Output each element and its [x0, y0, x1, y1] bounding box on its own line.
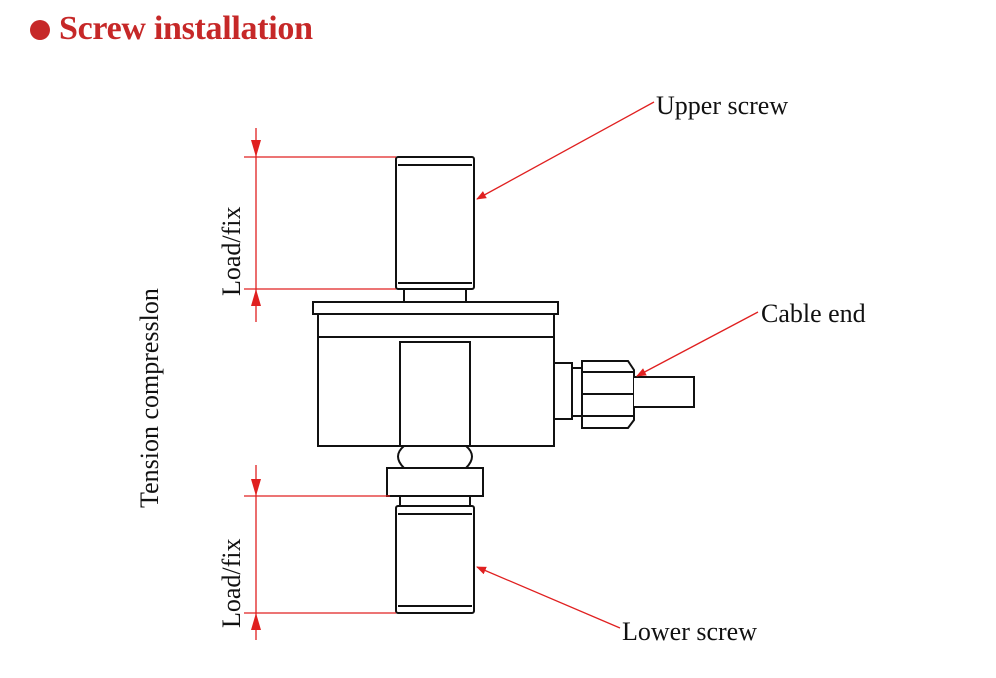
- sensor-body: [312, 301, 559, 447]
- leader-lines: [476, 101, 759, 629]
- upper-screw-label: Upper screw: [656, 91, 788, 120]
- load-fix-top-label: Load/fix: [217, 206, 246, 296]
- page-title: Screw installation: [30, 10, 313, 48]
- coupling: [386, 445, 484, 507]
- cable-gland: [553, 360, 695, 429]
- lower-screw-label: Lower screw: [622, 617, 757, 646]
- dimension-arrows: [251, 140, 261, 630]
- cable-end-label: Cable end: [761, 299, 866, 328]
- bullet-icon: [30, 20, 50, 40]
- tension-compression-label: Tension compresslon: [135, 288, 164, 508]
- title-text: Screw installation: [59, 10, 313, 47]
- dimension-lines: [244, 128, 396, 640]
- load-fix-bottom-label: Load/fix: [217, 538, 246, 628]
- lower-screw: [395, 505, 475, 614]
- upper-screw: [395, 156, 475, 303]
